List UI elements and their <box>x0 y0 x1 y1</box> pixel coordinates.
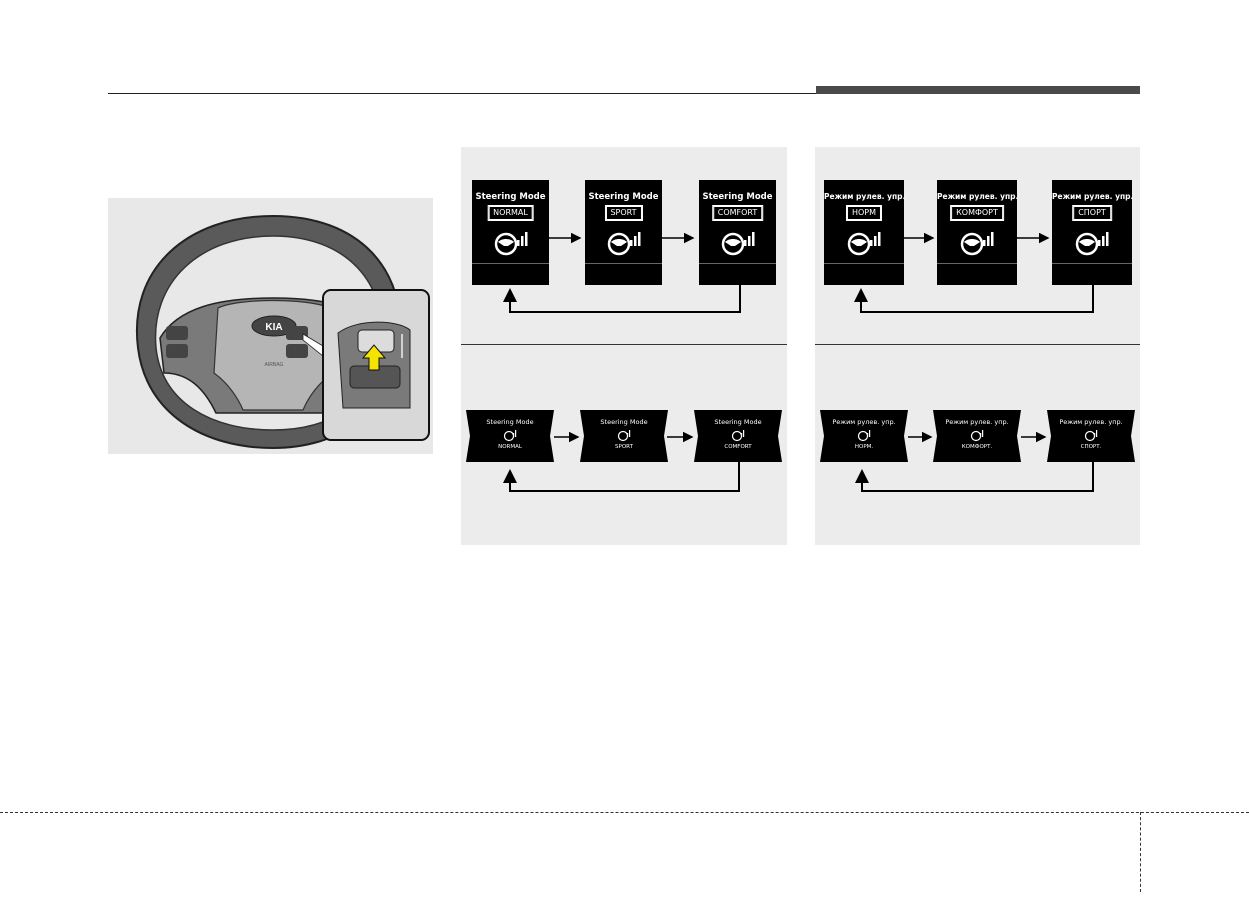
steering-mode-icon <box>493 228 529 256</box>
cluster-mode: SPORT <box>580 444 668 450</box>
cluster-mode: СПОРТ. <box>1047 444 1135 450</box>
cluster-title: Steering Mode <box>580 418 668 426</box>
steering-mode-icon <box>970 428 984 442</box>
steering-mode-icon <box>617 428 631 442</box>
mode-label: NORMAL <box>488 206 533 220</box>
steering-mode-icon <box>1074 228 1110 256</box>
screen-en-comfort: Steering Mode COMFORT <box>699 180 776 285</box>
screen-title: Режим рулев. упр. <box>1052 192 1132 201</box>
footer-rule <box>0 812 1249 813</box>
screen-title: Режим рулев. упр. <box>937 192 1017 201</box>
cluster-ru-comfort: Режим рулев. упр. КОМФОРТ. <box>933 410 1021 462</box>
screen-title: Steering Mode <box>472 192 549 202</box>
steering-mode-icon <box>846 228 882 256</box>
steering-mode-icon <box>606 228 642 256</box>
steering-mode-icon <box>720 228 756 256</box>
cluster-mode: NORMAL <box>466 444 554 450</box>
cluster-en-comfort: Steering Mode COMFORT <box>694 410 782 462</box>
cluster-en-sport: Steering Mode SPORT <box>580 410 668 462</box>
cluster-title: Steering Mode <box>694 418 782 426</box>
cluster-title: Режим рулев. упр. <box>1047 418 1135 426</box>
cluster-mode: COMFORT <box>694 444 782 450</box>
screen-ru-comfort: Режим рулев. упр. КОМФОРТ <box>937 180 1017 285</box>
cluster-mode: НОРМ. <box>820 444 908 450</box>
mode-label: COMFORT <box>713 206 763 220</box>
steering-mode-icon <box>959 228 995 256</box>
cluster-title: Steering Mode <box>466 418 554 426</box>
cluster-mode: КОМФОРТ. <box>933 444 1021 450</box>
screen-ru-normal: Режим рулев. упр. НОРМ <box>824 180 904 285</box>
mode-label: SPORT <box>605 206 641 220</box>
cluster-en-normal: Steering Mode NORMAL <box>466 410 554 462</box>
mode-label: НОРМ <box>847 206 881 220</box>
screen-ru-sport: Режим рулев. упр. СПОРТ <box>1052 180 1132 285</box>
mode-label: КОМФОРТ <box>951 206 1003 220</box>
cluster-ru-normal: Режим рулев. упр. НОРМ. <box>820 410 908 462</box>
mode-label: СПОРТ <box>1073 206 1111 220</box>
screen-title: Режим рулев. упр. <box>824 192 904 201</box>
screen-en-sport: Steering Mode SPORT <box>585 180 662 285</box>
steering-mode-icon <box>731 428 745 442</box>
cluster-title: Режим рулев. упр. <box>933 418 1021 426</box>
screen-title: Steering Mode <box>585 192 662 202</box>
footer-page-divider <box>1140 812 1141 892</box>
cluster-title: Режим рулев. упр. <box>820 418 908 426</box>
screen-en-normal: Steering Mode NORMAL <box>472 180 549 285</box>
steering-mode-icon <box>1084 428 1098 442</box>
screen-title: Steering Mode <box>699 192 776 202</box>
steering-mode-icon <box>857 428 871 442</box>
cluster-ru-sport: Режим рулев. упр. СПОРТ. <box>1047 410 1135 462</box>
steering-mode-icon <box>503 428 517 442</box>
